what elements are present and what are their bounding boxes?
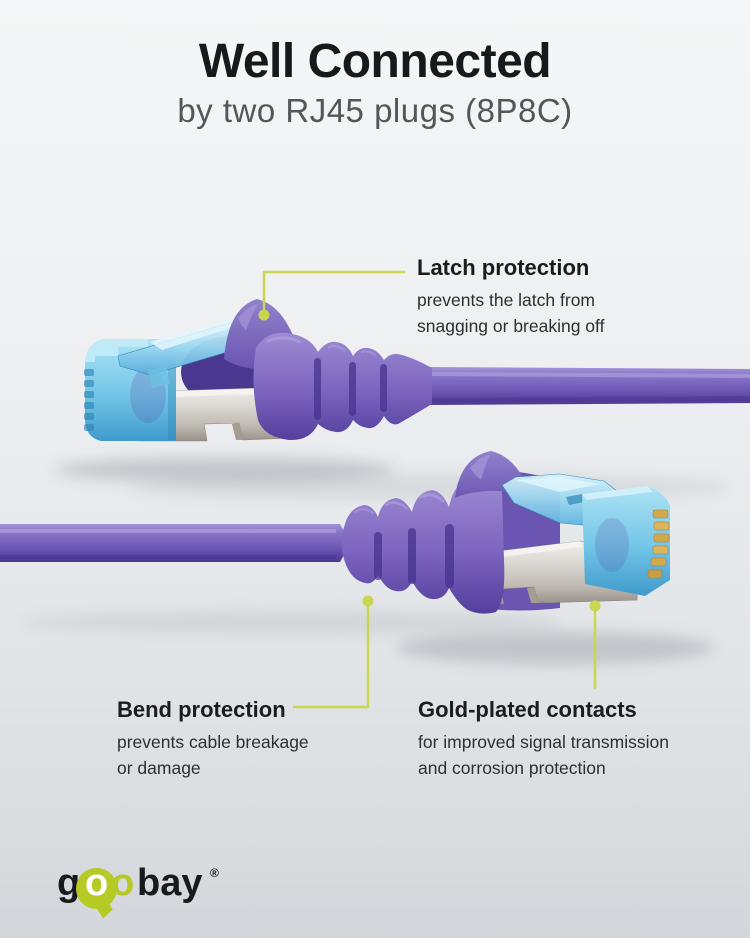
- callout-latch-line2: snagging or breaking off: [417, 316, 605, 336]
- callout-gold-line1: for improved signal transmission: [418, 732, 669, 752]
- callout-latch-line1: prevents the latch from: [417, 290, 595, 310]
- callout-latch-protection: Latch protection prevents the latch from…: [417, 255, 604, 339]
- bend-protection-boot-bottom: [341, 479, 505, 614]
- callout-gold-title: Gold-plated contacts: [418, 697, 637, 722]
- page-subtitle: by two RJ45 plugs (8P8C): [177, 92, 573, 129]
- purple-cable-top: [420, 367, 750, 405]
- logo-letter-g: g: [57, 862, 81, 904]
- callout-gold-contacts: Gold-plated contacts for improved signal…: [418, 697, 669, 781]
- callout-bend-title: Bend protection: [117, 697, 286, 722]
- leader-line-latch: [262, 270, 406, 317]
- logo-letters-bay: bay: [137, 862, 203, 904]
- logo-letter-o-white: o: [85, 862, 109, 904]
- purple-cable-bottom: [0, 524, 346, 562]
- page-title: Well Connected: [198, 35, 552, 88]
- goobay-logo: g o o bay ®: [57, 858, 219, 916]
- callout-latch-title: Latch protection: [417, 255, 590, 280]
- callout-bend-protection: Bend protection prevents cable breakage …: [117, 697, 309, 781]
- plug-front-bottom: [582, 486, 670, 596]
- registered-trademark-icon: ®: [210, 866, 219, 880]
- bend-protection-boot-top: [253, 332, 432, 441]
- callout-gold-line2: and corrosion protection: [418, 758, 606, 778]
- gold-contacts: [647, 509, 670, 579]
- annotation-leaders: [258, 270, 601, 709]
- rj45-plug-top-left: [84, 299, 750, 442]
- logo-speech-bubble: [76, 868, 117, 909]
- contact-teeth-top: [84, 369, 94, 431]
- logo-letter-o-green: o: [111, 862, 135, 904]
- leader-line-bend: [292, 599, 370, 709]
- leader-dots: [258, 309, 601, 612]
- blue-latch-top: [117, 319, 255, 388]
- callout-bend-line1: prevents cable breakage: [117, 732, 309, 752]
- callout-bend-line2: or damage: [117, 758, 201, 778]
- rj45-plug-bottom-right: [0, 451, 670, 614]
